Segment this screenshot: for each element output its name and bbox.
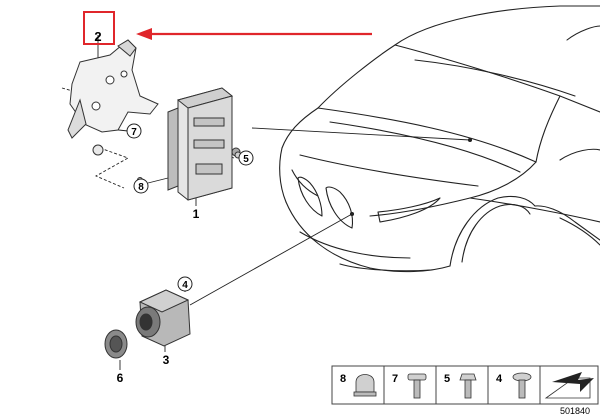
callout-4-circle xyxy=(177,276,193,292)
callout-8-circle xyxy=(133,178,149,194)
highlight-box-2 xyxy=(83,11,115,45)
navigation-arrow-icon[interactable] xyxy=(544,372,594,399)
legend-num-3: 5 xyxy=(444,373,450,385)
callout-3[interactable]: 3 xyxy=(163,353,170,367)
callout-1[interactable]: 1 xyxy=(193,207,200,221)
callout-5-circle xyxy=(238,150,254,166)
callout-7[interactable]: 7 xyxy=(131,127,137,138)
callout-8[interactable]: 8 xyxy=(138,182,144,193)
grommet-part xyxy=(104,329,128,359)
callout-7-circle xyxy=(126,123,142,139)
leader-ecu-to-car xyxy=(251,127,471,141)
callout-6[interactable]: 6 xyxy=(117,371,124,385)
legend-num-1: 8 xyxy=(340,373,346,385)
ecu-module xyxy=(167,87,241,201)
car-illustration xyxy=(279,5,600,273)
legend-cell-screw: 7 xyxy=(392,373,427,399)
red-arrow xyxy=(136,28,372,40)
legend-strip: 8 7 5 4 xyxy=(331,365,599,405)
legend-cell-cap-nut: 8 xyxy=(340,373,377,397)
leader-dot-grille xyxy=(349,211,355,217)
callout-2[interactable]: 2 xyxy=(94,29,101,44)
legend-num-4: 4 xyxy=(496,373,503,385)
diagram-id: 501840 xyxy=(560,406,590,416)
leader-dot-car xyxy=(467,137,473,143)
legend-num-2: 7 xyxy=(392,373,398,385)
cap-nut-icon xyxy=(355,374,375,393)
callout-5[interactable]: 5 xyxy=(243,154,249,165)
leader-camera-to-grille xyxy=(189,213,353,306)
legend-cell-hex-bolt: 5 xyxy=(444,373,477,399)
camera-part xyxy=(135,289,191,347)
hex-bolt-icon xyxy=(459,373,477,381)
legend-cell-torx-screw: 4 xyxy=(496,372,532,399)
screw-icon xyxy=(407,373,427,381)
bracket-part xyxy=(67,39,159,156)
callout-4[interactable]: 4 xyxy=(182,280,188,291)
